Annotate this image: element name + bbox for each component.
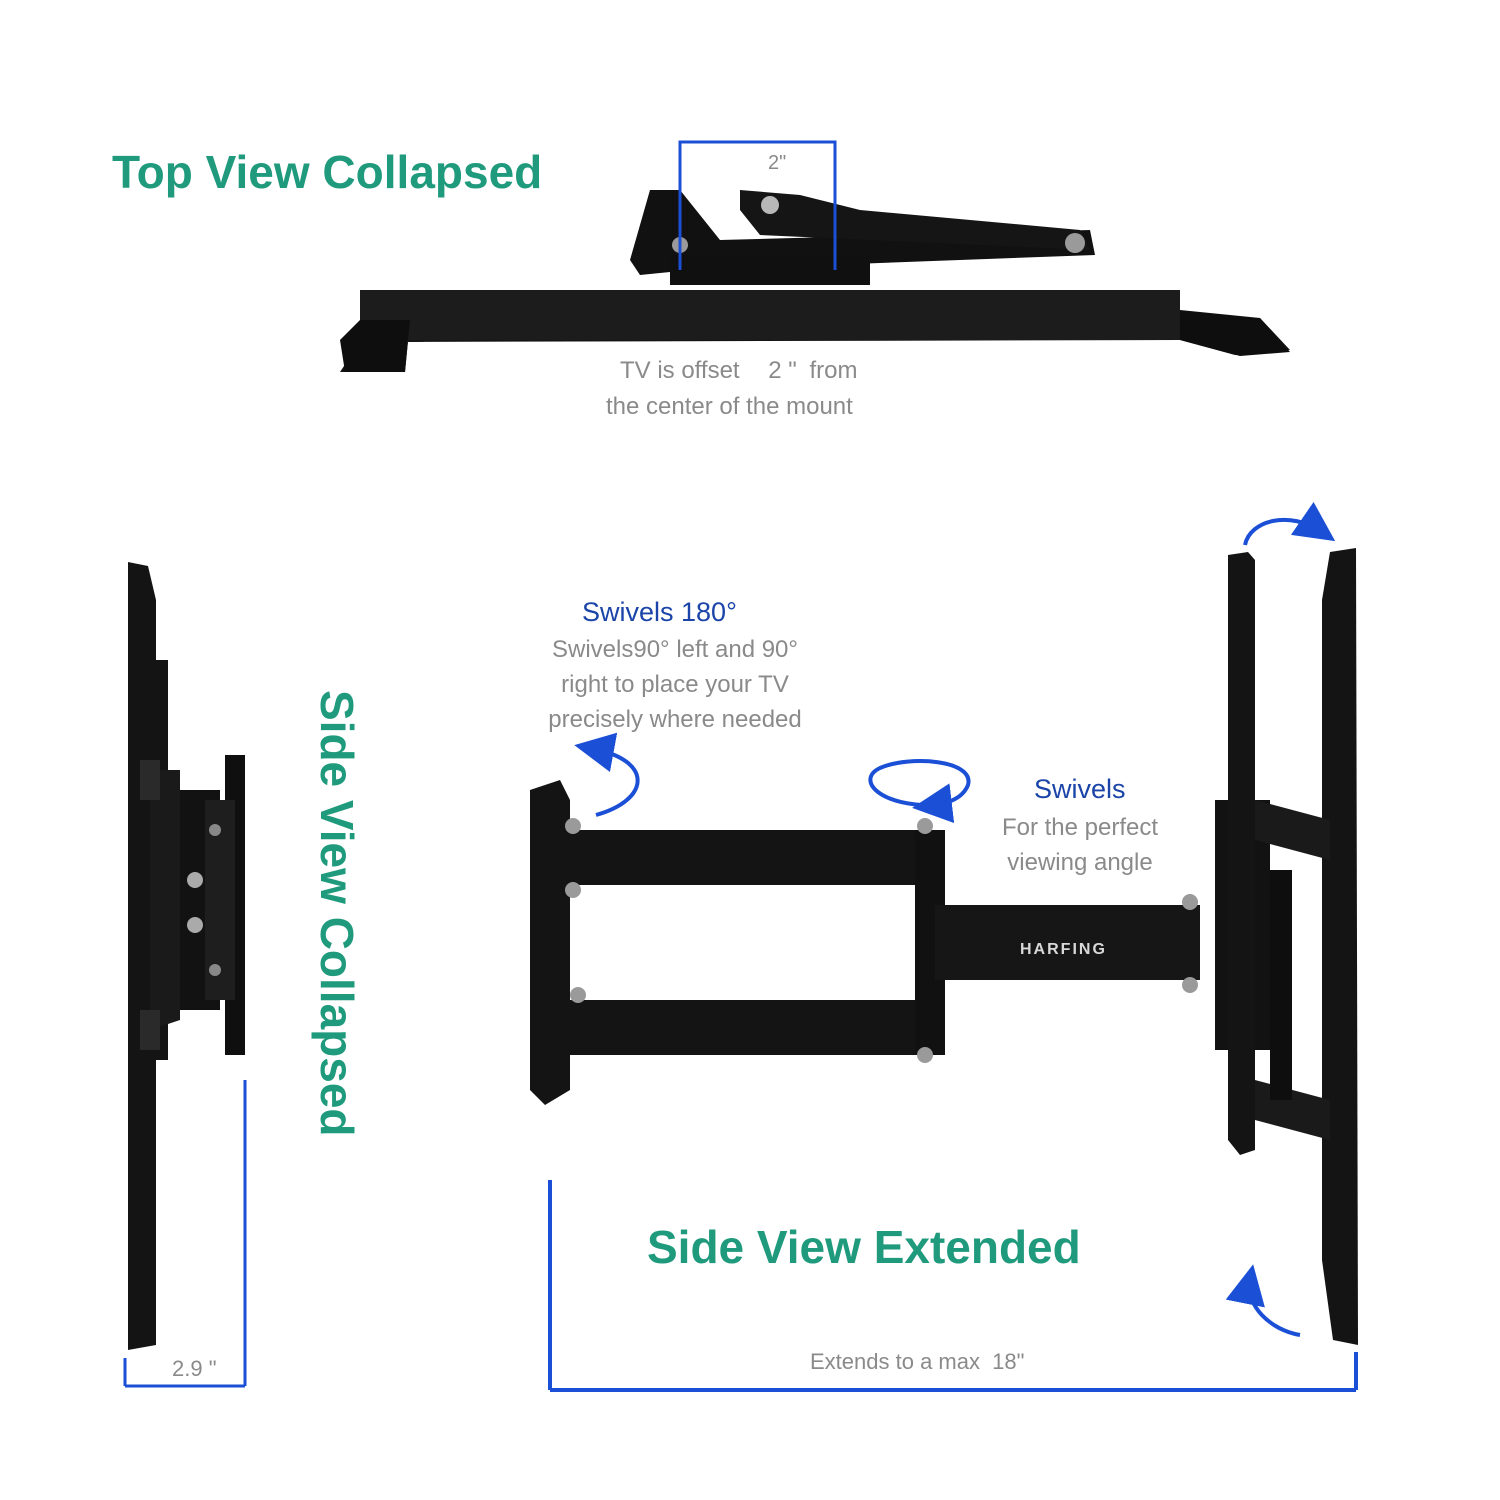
caption-offset-value: 2 ": [768, 357, 797, 384]
extends-value: 18": [992, 1349, 1025, 1374]
side-collapsed-title: Side View Collapsed: [311, 690, 363, 1137]
description-line: For the perfect: [1001, 814, 1159, 841]
side-collapsed-dimension-bracket: [123, 1080, 247, 1388]
side-collapsed-dimension-label: 2.9 ": [172, 1356, 217, 1381]
side-extended-mount-image: [530, 548, 1358, 1345]
description-line: viewing angle: [1007, 849, 1153, 876]
description-line: right to place your TV: [561, 671, 789, 698]
swivel-180-title: Swivels 180°: [582, 597, 737, 627]
side-collapsed-mount-image: [128, 562, 245, 1350]
side-extended-title: Side View Extended: [647, 1221, 1081, 1273]
description-line: Swivels90° left and 90°: [552, 636, 798, 663]
caption-text: from: [809, 357, 858, 384]
caption-text: TV is offset: [620, 357, 740, 384]
top-view-mount-image: [340, 190, 1290, 372]
extends-caption: Extends to a max 18": [810, 1349, 1024, 1375]
top-view-caption-line1: TV is offset 2 " from: [620, 357, 858, 385]
top-view-title: Top View Collapsed: [112, 146, 543, 198]
top-view-caption-line2: the center of the mount: [606, 393, 853, 420]
swivel-description: For the perfect viewing angle: [980, 810, 1180, 880]
swivel-title: Swivels: [1034, 774, 1126, 804]
arm-swivel-arrow-icon: [868, 759, 971, 824]
top-view-dimension-label: 2": [768, 152, 787, 174]
side-extended-dimension-bracket: [548, 1180, 1358, 1392]
tilt-down-arrow-icon: [1225, 1264, 1301, 1337]
description-line: precisely where needed: [548, 706, 802, 733]
wall-swivel-arrow-icon: [574, 732, 640, 817]
extends-label: Extends to a max: [810, 1349, 980, 1374]
swivel-180-description: Swivels90° left and 90° right to place y…: [520, 632, 830, 737]
brand-logo: HARFING: [1020, 941, 1107, 958]
tilt-up-arrow-icon: [1243, 501, 1336, 546]
top-view-dimension-bracket: [678, 140, 837, 270]
